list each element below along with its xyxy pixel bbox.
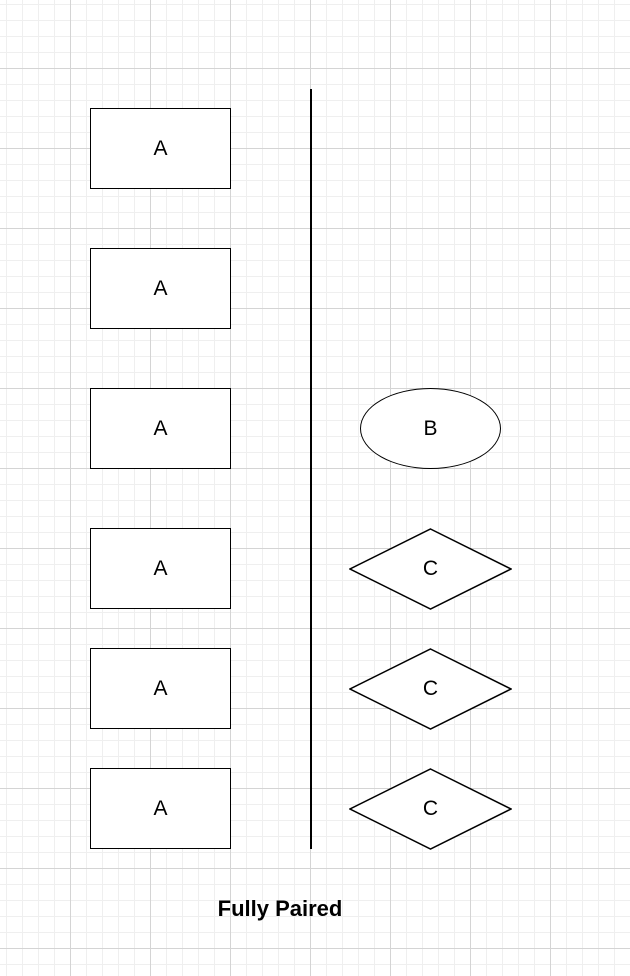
rectangle-a-2-label: A [153,276,168,300]
rectangle-a-5-label: A [153,676,168,700]
diamond-c-1-shape [349,528,512,610]
rectangle-a-3-label: A [153,416,168,440]
diagram-caption: Fully Paired [217,896,343,921]
rectangle-a-4-label: A [153,556,168,580]
rectangle-a-4[interactable]: A [90,528,231,609]
rectangle-a-6-label: A [153,796,168,820]
rectangle-a-1-label: A [153,136,168,160]
ellipse-b-label: B [423,416,438,440]
rectangle-a-5[interactable]: A [90,648,231,729]
rectangle-a-6[interactable]: A [90,768,231,849]
rectangle-a-2[interactable]: A [90,248,231,329]
diamond-c-1[interactable]: C [349,528,512,610]
diamond-c-2-label: C [422,677,439,700]
diamond-c-2[interactable]: C [349,648,512,730]
rectangle-a-3[interactable]: A [90,388,231,469]
diamond-c-3-shape [349,768,512,850]
diamond-c-3-label: C [422,797,439,820]
ellipse-b[interactable]: B [360,388,501,469]
rectangle-a-1[interactable]: A [90,108,231,189]
diamond-c-1-label: C [422,557,439,580]
vertical-divider-line [310,89,312,849]
diamond-c-3[interactable]: C [349,768,512,850]
diamond-c-2-shape [349,648,512,730]
